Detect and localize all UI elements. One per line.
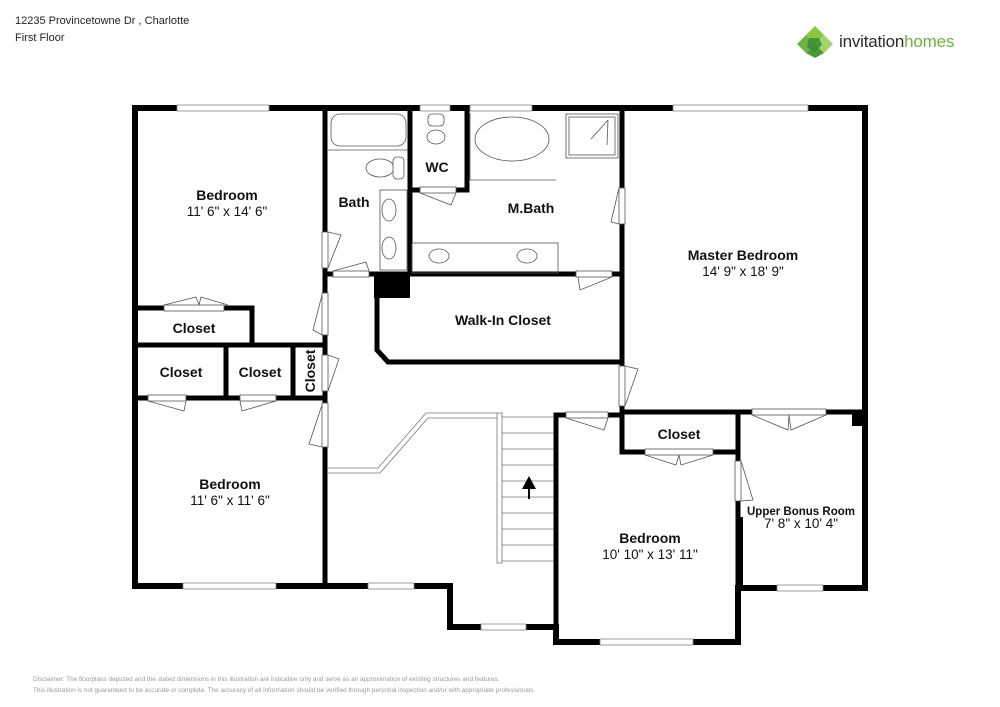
room-dimensions: 14' 9" x 18' 9" — [702, 264, 784, 279]
room-label: Bedroom — [199, 476, 260, 492]
disclaimer: Disclaimer: The floorplans depicted and … — [33, 674, 535, 696]
room-label: WC — [425, 159, 448, 175]
address: 12235 Provincetowne Dr , Charlotte — [15, 15, 190, 27]
room-label: Closet — [658, 426, 701, 442]
room-label: Closet — [160, 364, 203, 380]
room-label: M.Bath — [508, 200, 555, 216]
green-diamond-logo-icon — [797, 26, 833, 58]
room-label: Closet — [173, 320, 216, 336]
stairs — [328, 412, 553, 564]
room-label: Walk-In Closet — [455, 312, 551, 328]
sink-icon — [516, 248, 538, 264]
doors — [147, 186, 827, 502]
room-label: Master Bedroom — [688, 247, 798, 263]
room-label: Bath — [338, 194, 369, 210]
floor-label: First Floor — [15, 32, 65, 44]
disclaimer-line-1: Disclaimer: The floorplans depicted and … — [33, 676, 500, 683]
brand-name: invitationhomes — [839, 32, 955, 51]
toilet-icon — [365, 158, 395, 178]
stair-up-arrow-icon — [522, 476, 536, 499]
listing-header: 12235 Provincetowne Dr , Charlotte First… — [15, 13, 189, 47]
sink-icon — [428, 248, 450, 264]
bathtub-icon — [330, 113, 407, 147]
room-dimensions: 11' 6" x 14' 6" — [187, 204, 268, 219]
room-dimensions: 10' 10" x 13' 11" — [602, 547, 698, 562]
room-label: Closet — [239, 364, 282, 380]
room-label: Bedroom — [196, 187, 257, 203]
room-dimensions: 7' 8" x 10' 4" — [764, 516, 838, 531]
room-dimensions: 11' 6" x 11' 6" — [190, 493, 270, 508]
room-label: Bedroom — [619, 530, 680, 546]
shower-icon — [565, 113, 619, 159]
room-label: Closet — [302, 349, 318, 392]
soaking-tub-icon — [474, 116, 550, 162]
sink-icon — [381, 236, 397, 260]
room-label: Upper Bonus Room — [747, 506, 855, 518]
sink-icon — [381, 198, 397, 222]
brand-logo: invitationhomes — [797, 25, 954, 59]
toilet-icon — [426, 129, 446, 145]
disclaimer-line-2: This illustration is not guaranteed to b… — [33, 687, 536, 694]
fixtures — [328, 113, 619, 274]
windows — [176, 104, 824, 646]
